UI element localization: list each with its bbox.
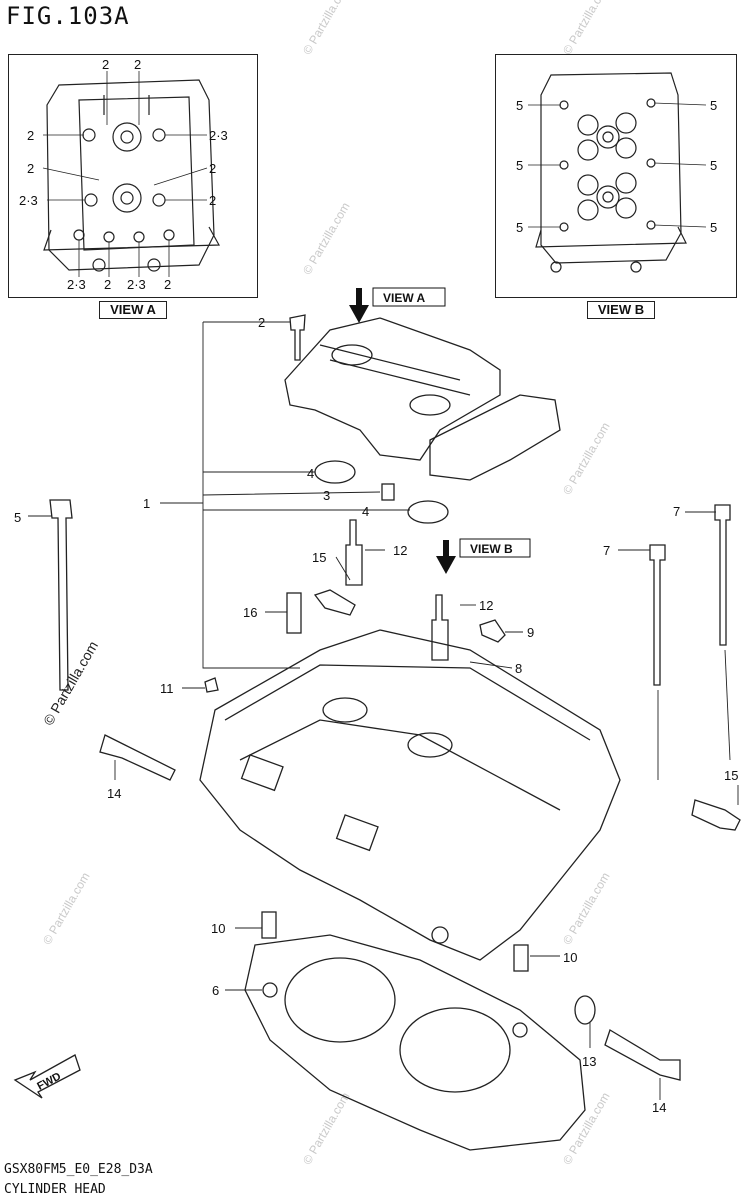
part-callout: 8 xyxy=(515,661,522,676)
part-callout: 6 xyxy=(212,983,219,998)
callout: 2·3 xyxy=(19,193,38,208)
view-a-arrow xyxy=(349,287,446,323)
bolt xyxy=(289,314,306,361)
callout: 5 xyxy=(516,98,523,113)
part-callout: 2 xyxy=(258,315,265,330)
plug xyxy=(204,677,219,693)
callout: 2 xyxy=(209,193,216,208)
view-a-drawing: 2 2 2 2·3 2 2 2·3 2 2·3 2 2·3 2 xyxy=(19,57,228,292)
part-callout: 7 xyxy=(603,543,610,558)
dowel-pin xyxy=(513,944,529,972)
view-b-label: VIEW B xyxy=(587,301,655,319)
view-b-drawing: 5 5 5 5 5 5 xyxy=(516,72,717,273)
part-callout: 16 xyxy=(243,605,257,620)
washer xyxy=(574,995,596,1025)
callout: 2 xyxy=(102,57,109,72)
cylinder-head xyxy=(199,629,621,961)
o-ring xyxy=(407,500,449,524)
camshaft-holder xyxy=(429,394,561,481)
part-callout: 3 xyxy=(323,488,330,503)
view-b-arrow xyxy=(436,538,531,574)
callout: 2·3 xyxy=(209,128,228,143)
callout: 5 xyxy=(710,158,717,173)
bolt xyxy=(649,544,666,686)
callout: 2 xyxy=(164,277,171,292)
part-callout: 11 xyxy=(160,681,174,696)
o-ring xyxy=(314,460,356,484)
view-b-panel: 5 5 5 5 5 5 xyxy=(495,54,737,298)
spark-plug xyxy=(345,519,363,586)
footer-name: CYLINDER HEAD xyxy=(4,1182,106,1197)
part-callout: 10 xyxy=(211,921,225,936)
callout: 5 xyxy=(710,98,717,113)
bolt xyxy=(604,1029,681,1081)
callout: 5 xyxy=(710,220,717,235)
bolt xyxy=(313,589,356,616)
part-callout: 12 xyxy=(393,543,407,558)
bolt xyxy=(714,504,731,646)
head-gasket xyxy=(244,934,586,1151)
callout: 5 xyxy=(516,158,523,173)
part-callout: 12 xyxy=(479,598,493,613)
footer-code: GSX80FM5_E0_E28_D3A xyxy=(4,1162,153,1177)
view-a-panel: 2 2 2 2·3 2 2 2·3 2 2·3 2 2·3 2 xyxy=(8,54,258,298)
part-callout: 5 xyxy=(14,510,21,525)
bolt xyxy=(691,799,741,831)
callout: 2·3 xyxy=(127,277,146,292)
dowel-pin xyxy=(261,911,277,939)
bolt xyxy=(479,619,506,643)
callout: 5 xyxy=(516,220,523,235)
part-callout: 15 xyxy=(312,550,326,565)
part-callout: 10 xyxy=(563,950,577,965)
part-callout: 14 xyxy=(652,1100,666,1115)
view-a-label: VIEW A xyxy=(99,301,167,319)
part-callout: 14 xyxy=(107,786,121,801)
bolt xyxy=(99,734,176,781)
callout: 2 xyxy=(209,161,216,176)
part-callout: 7 xyxy=(673,504,680,519)
pin xyxy=(381,483,395,501)
callout: 2 xyxy=(27,161,34,176)
figure-title: FIG.103A xyxy=(6,2,130,30)
part-callout: 1 xyxy=(143,496,150,511)
part-callout: 4 xyxy=(362,504,369,519)
callout: 2 xyxy=(104,277,111,292)
part-callout: 13 xyxy=(582,1054,596,1069)
bolt xyxy=(49,499,73,691)
spark-plug xyxy=(431,594,449,661)
fwd-arrow xyxy=(13,1054,81,1099)
part-callout: 15 xyxy=(724,768,738,783)
part-callout: 9 xyxy=(527,625,534,640)
callout: 2 xyxy=(27,128,34,143)
callout: 2·3 xyxy=(67,277,86,292)
view-b-arrow-label: VIEW B xyxy=(470,542,513,556)
callout: 2 xyxy=(134,57,141,72)
camshaft-housing xyxy=(284,317,501,461)
oil-jet xyxy=(286,592,302,634)
part-callout: 4 xyxy=(307,466,314,481)
fwd-label: FWD xyxy=(35,1070,63,1092)
view-a-arrow-label: VIEW A xyxy=(383,291,426,305)
